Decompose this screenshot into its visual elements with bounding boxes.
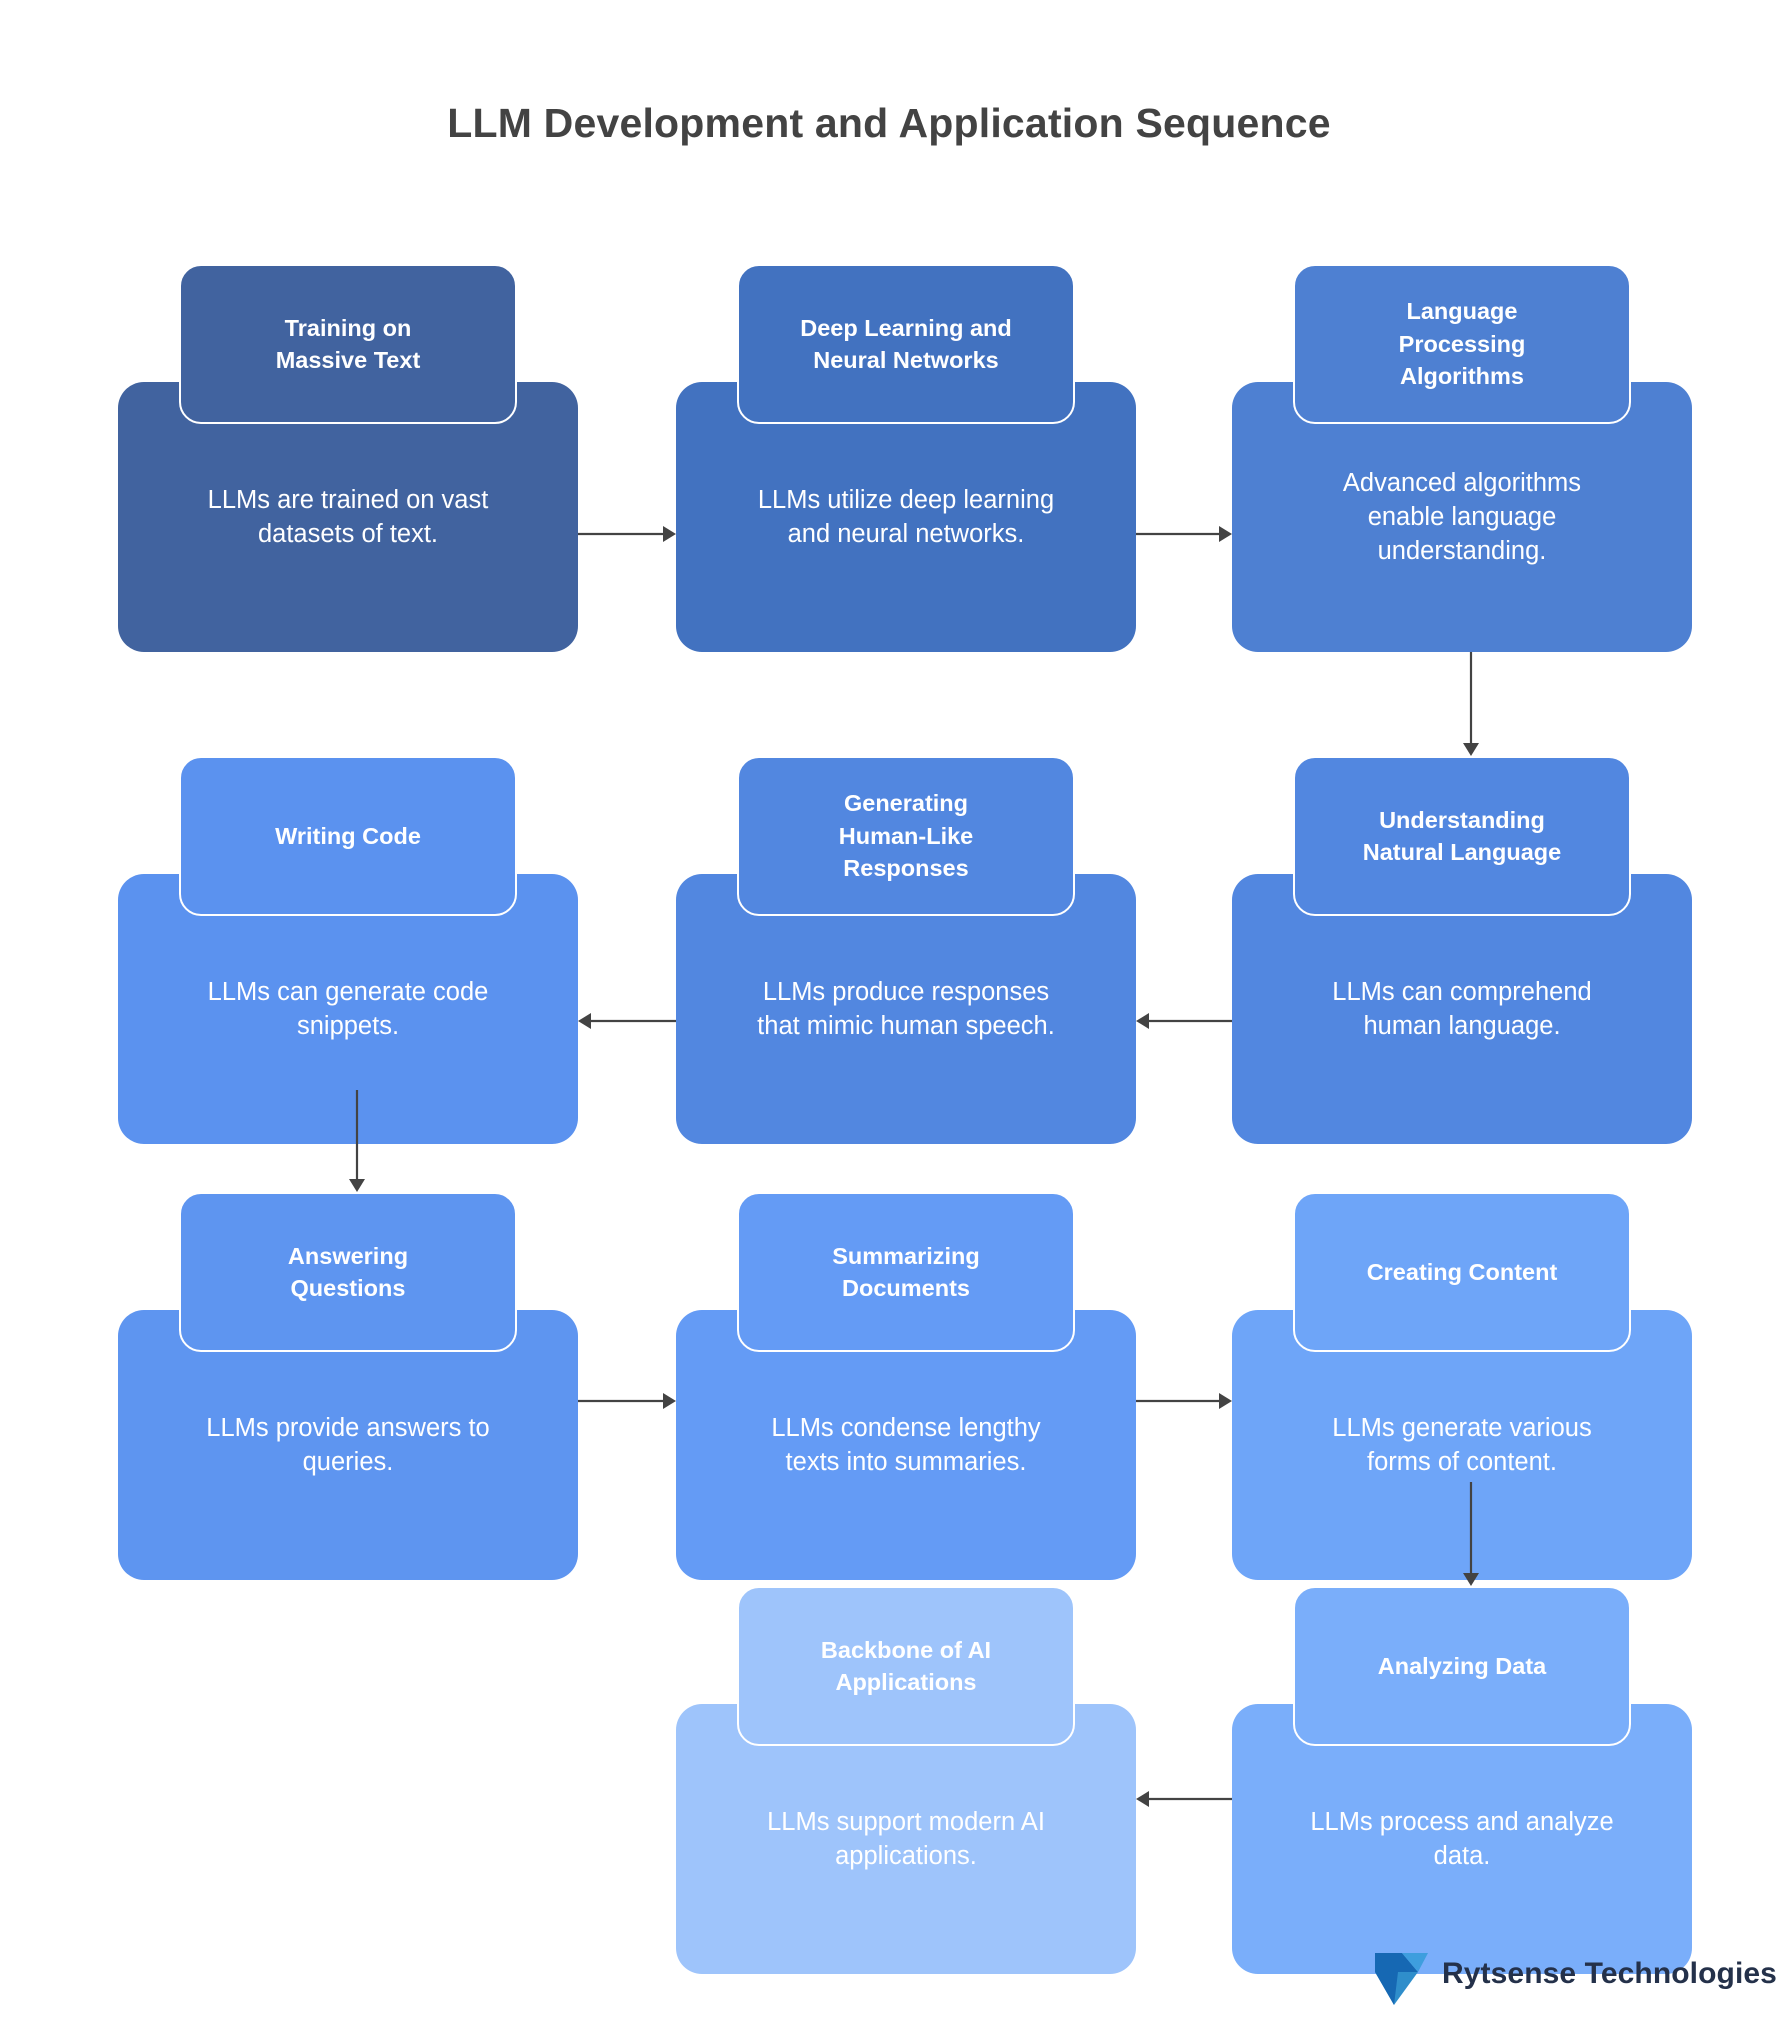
node-description: LLMs provide answers to queries. (206, 1413, 490, 1476)
node-header-language-processing-algorithms: Language Processing Algorithms (1293, 264, 1631, 424)
arrow-language-processing-to-understanding (1462, 652, 1480, 756)
page-title: LLM Development and Application Sequence (447, 100, 1331, 146)
node-heading: Language Processing Algorithms (1398, 298, 1526, 390)
node-description: LLMs can comprehend human language. (1332, 977, 1592, 1040)
node-heading: Deep Learning and Neural Networks (800, 314, 1012, 373)
arrow-generating-to-writing-code (578, 1012, 676, 1030)
node-description: LLMs condense lengthy texts into summari… (771, 1413, 1041, 1476)
logo-text: Rytsense Technologies (1442, 1957, 1777, 1990)
arrow-analyzing-to-backbone (1136, 1790, 1232, 1808)
node-description: LLMs are trained on vast datasets of tex… (207, 485, 489, 548)
node-heading: Understanding Natural Language (1362, 806, 1562, 865)
node-heading: Training on Massive Text (275, 314, 421, 373)
node-header-deep-learning-and-neural-networks: Deep Learning and Neural Networks (737, 264, 1075, 424)
node-body-backbone-of-ai-applications: LLMs support modern AI applications. (676, 1704, 1136, 1974)
node-description: LLMs produce responses that mimic human … (757, 977, 1055, 1040)
node-header-creating-content: Creating Content (1293, 1192, 1631, 1352)
node-heading: Answering Questions (287, 1242, 409, 1301)
node-description: LLMs process and analyze data. (1310, 1807, 1614, 1870)
node-body-creating-content: LLMs generate various forms of content. (1232, 1310, 1692, 1580)
arrow-creating-to-analyzing (1462, 1482, 1480, 1586)
node-description: LLMs utilize deep learning and neural ne… (757, 485, 1055, 548)
node-body-answering-questions: LLMs provide answers to queries. (118, 1310, 578, 1580)
node-heading: Backbone of AI Applications (820, 1636, 992, 1695)
node-header-training-on-massive-text: Training on Massive Text (179, 264, 517, 424)
node-body-writing-code: LLMs can generate code snippets. (118, 874, 578, 1144)
node-body-deep-learning-and-neural-networks: LLMs utilize deep learning and neural ne… (676, 382, 1136, 652)
arrow-logo-mark-icon (1375, 1953, 1428, 2005)
node-header-understanding-natural-language: Understanding Natural Language (1293, 756, 1631, 916)
node-description: Advanced algorithms enable language unde… (1342, 468, 1582, 566)
node-body-language-processing-algorithms: Advanced algorithms enable language unde… (1232, 382, 1692, 652)
node-body-generating-human-like-responses: LLMs produce responses that mimic human … (676, 874, 1136, 1144)
node-description: LLMs can generate code snippets. (207, 977, 489, 1040)
node-description: LLMs generate various forms of content. (1332, 1413, 1592, 1476)
node-body-summarizing-documents: LLMs condense lengthy texts into summari… (676, 1310, 1136, 1580)
arrow-answering-to-summarizing (578, 1392, 676, 1410)
node-header-writing-code: Writing Code (179, 756, 517, 916)
arrow-training-to-deep-learning (578, 525, 676, 543)
arrow-writing-code-to-answering (348, 1090, 366, 1192)
node-description: LLMs support modern AI applications. (767, 1807, 1045, 1870)
node-heading: Generating Human-Like Responses (838, 790, 974, 882)
brand-logo: Rytsense Technologies (1372, 1943, 1777, 2005)
node-header-analyzing-data: Analyzing Data (1293, 1586, 1631, 1746)
arrow-understanding-to-generating (1136, 1012, 1232, 1030)
node-header-summarizing-documents: Summarizing Documents (737, 1192, 1075, 1352)
node-heading: Summarizing Documents (832, 1242, 980, 1301)
node-heading: Analyzing Data (1377, 1652, 1547, 1679)
arrow-deep-learning-to-language-processing (1136, 525, 1232, 543)
node-body-understanding-natural-language: LLMs can comprehend human language. (1232, 874, 1692, 1144)
node-heading: Writing Code (275, 822, 421, 849)
arrow-summarizing-to-creating (1136, 1392, 1232, 1410)
node-body-training-on-massive-text: LLMs are trained on vast datasets of tex… (118, 382, 578, 652)
node-header-generating-human-like-responses: Generating Human-Like Responses (737, 756, 1075, 916)
node-header-answering-questions: Answering Questions (179, 1192, 517, 1352)
node-body-analyzing-data: LLMs process and analyze data. (1232, 1704, 1692, 1974)
node-header-backbone-of-ai-applications: Backbone of AI Applications (737, 1586, 1075, 1746)
node-heading: Creating Content (1366, 1258, 1558, 1285)
